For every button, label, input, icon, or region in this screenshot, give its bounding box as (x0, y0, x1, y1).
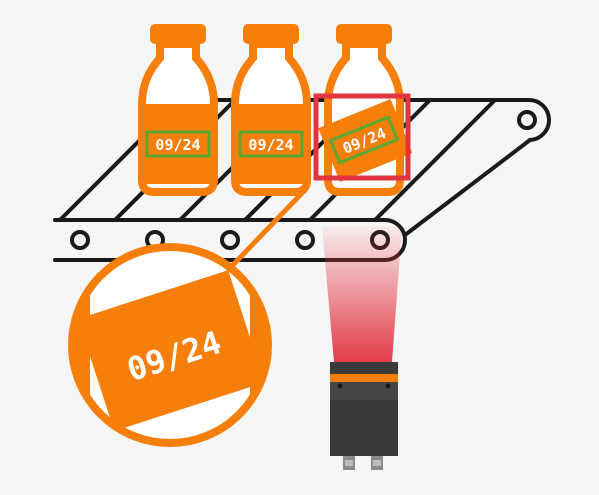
bottle: 09/24 (138, 24, 218, 196)
bottle: 09/24 (231, 24, 311, 196)
date-label (328, 115, 400, 165)
bottle-inspected: 09/24 (318, 24, 413, 196)
inspection-box (313, 93, 411, 181)
date-label (238, 130, 304, 158)
roller (517, 110, 537, 130)
zoom-connector (228, 188, 307, 270)
roller (220, 230, 240, 250)
roller (70, 230, 90, 250)
roller (295, 230, 315, 250)
camera-beam (322, 226, 402, 362)
date-code: 09/24 (248, 136, 293, 154)
date-code: 09/24 (155, 136, 200, 154)
date-label (145, 130, 211, 158)
vision-camera-icon (330, 362, 398, 470)
zoom-circle: 09/24 (68, 243, 272, 447)
